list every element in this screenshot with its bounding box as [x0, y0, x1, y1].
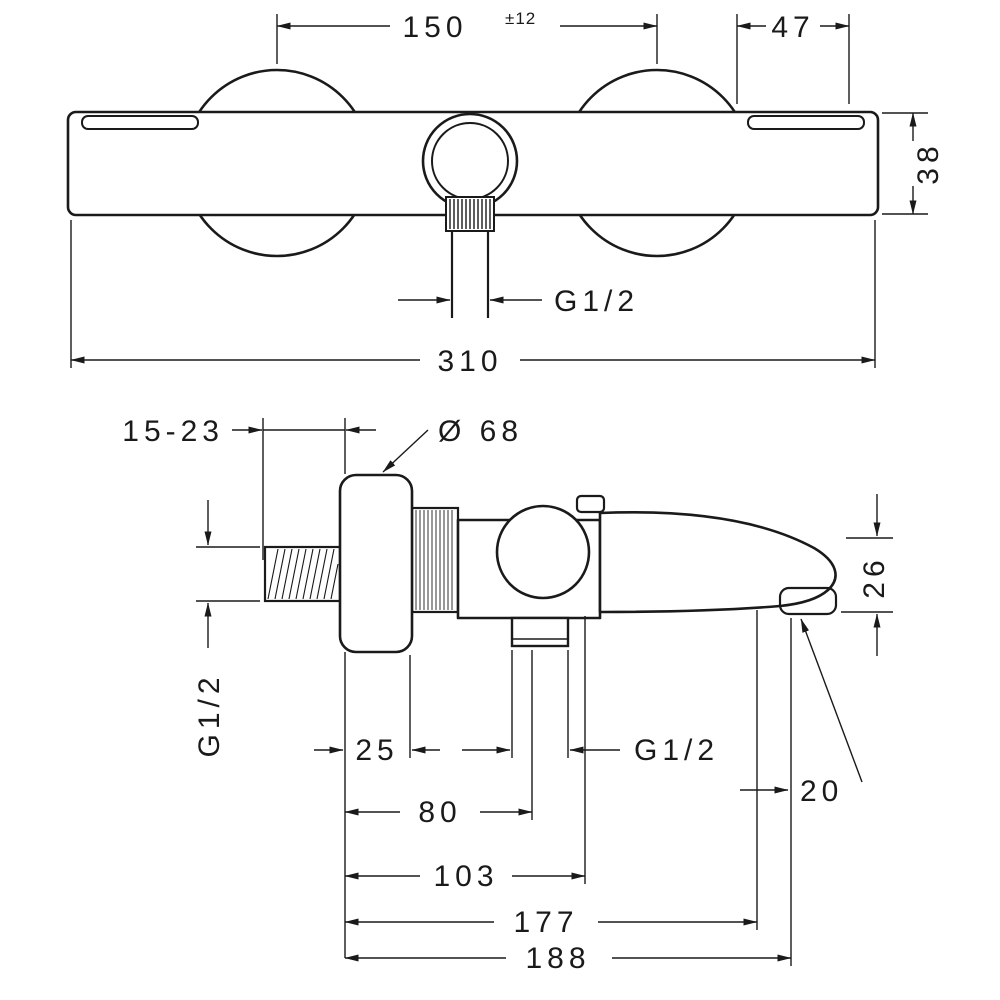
dim-26-label: 26	[858, 555, 891, 598]
handle-slot-left	[81, 115, 199, 130]
aerator-leader-line	[800, 618, 863, 783]
dim-g12-wall-label: G1/2	[193, 672, 226, 757]
dim-g12-front-label: G1/2	[554, 285, 639, 318]
dim-150: 150 ±12	[276, 9, 658, 64]
dim-dia-68: Ø 68	[382, 415, 523, 473]
connection-pipe	[450, 231, 490, 318]
dim-25: 25	[314, 655, 440, 767]
dim-47-label: 47	[771, 11, 814, 44]
handle-slot-right	[747, 115, 865, 130]
wall-thread	[263, 545, 342, 603]
front-view: 150 ±12 47 38 G1/2	[66, 9, 945, 378]
dim-177-label: 177	[513, 906, 578, 939]
aerator	[778, 586, 838, 616]
handle-side	[495, 504, 591, 600]
dim-188-label: 188	[525, 942, 590, 975]
dim-47: 47	[736, 11, 850, 104]
dim-80: 80	[344, 650, 533, 829]
dim-g12-outlet: G1/2	[462, 650, 719, 767]
safety-button	[575, 494, 606, 514]
dim-38: 38	[882, 112, 945, 215]
shower-outlet	[510, 616, 570, 648]
dim-150-label: 150	[402, 11, 467, 44]
dim-g12-front: G1/2	[398, 285, 639, 318]
side-view: 15-23 Ø 68 G1/2 26	[122, 415, 893, 975]
escutcheon-side	[338, 473, 414, 654]
connection-knurl	[445, 196, 495, 232]
dim-80-label: 80	[418, 796, 461, 829]
dim-dia-68-label: Ø 68	[438, 415, 523, 448]
dim-20: 20	[740, 618, 863, 808]
adjustment-nut	[410, 506, 460, 614]
dim-38-label: 38	[912, 141, 945, 184]
spout	[598, 511, 837, 614]
dim-15-23-label: 15-23	[122, 415, 224, 448]
dim-177: 177	[344, 610, 758, 939]
dim-15-23: 15-23	[122, 415, 376, 560]
dim-310-label: 310	[437, 345, 502, 378]
dim-g12-wall: G1/2	[193, 500, 260, 758]
dim-188: 188	[344, 618, 792, 975]
dim-150-tolerance-label: ±12	[505, 9, 536, 28]
dim-310: 310	[70, 220, 876, 378]
thermostat-ring-outer	[421, 112, 519, 210]
dim-20-label: 20	[800, 775, 843, 808]
dim-103-label: 103	[433, 860, 498, 893]
dim-g12-outlet-label: G1/2	[634, 734, 719, 767]
dim-25-label: 25	[355, 734, 398, 767]
dim-26: 26	[841, 494, 893, 656]
dim-103: 103	[344, 616, 586, 893]
